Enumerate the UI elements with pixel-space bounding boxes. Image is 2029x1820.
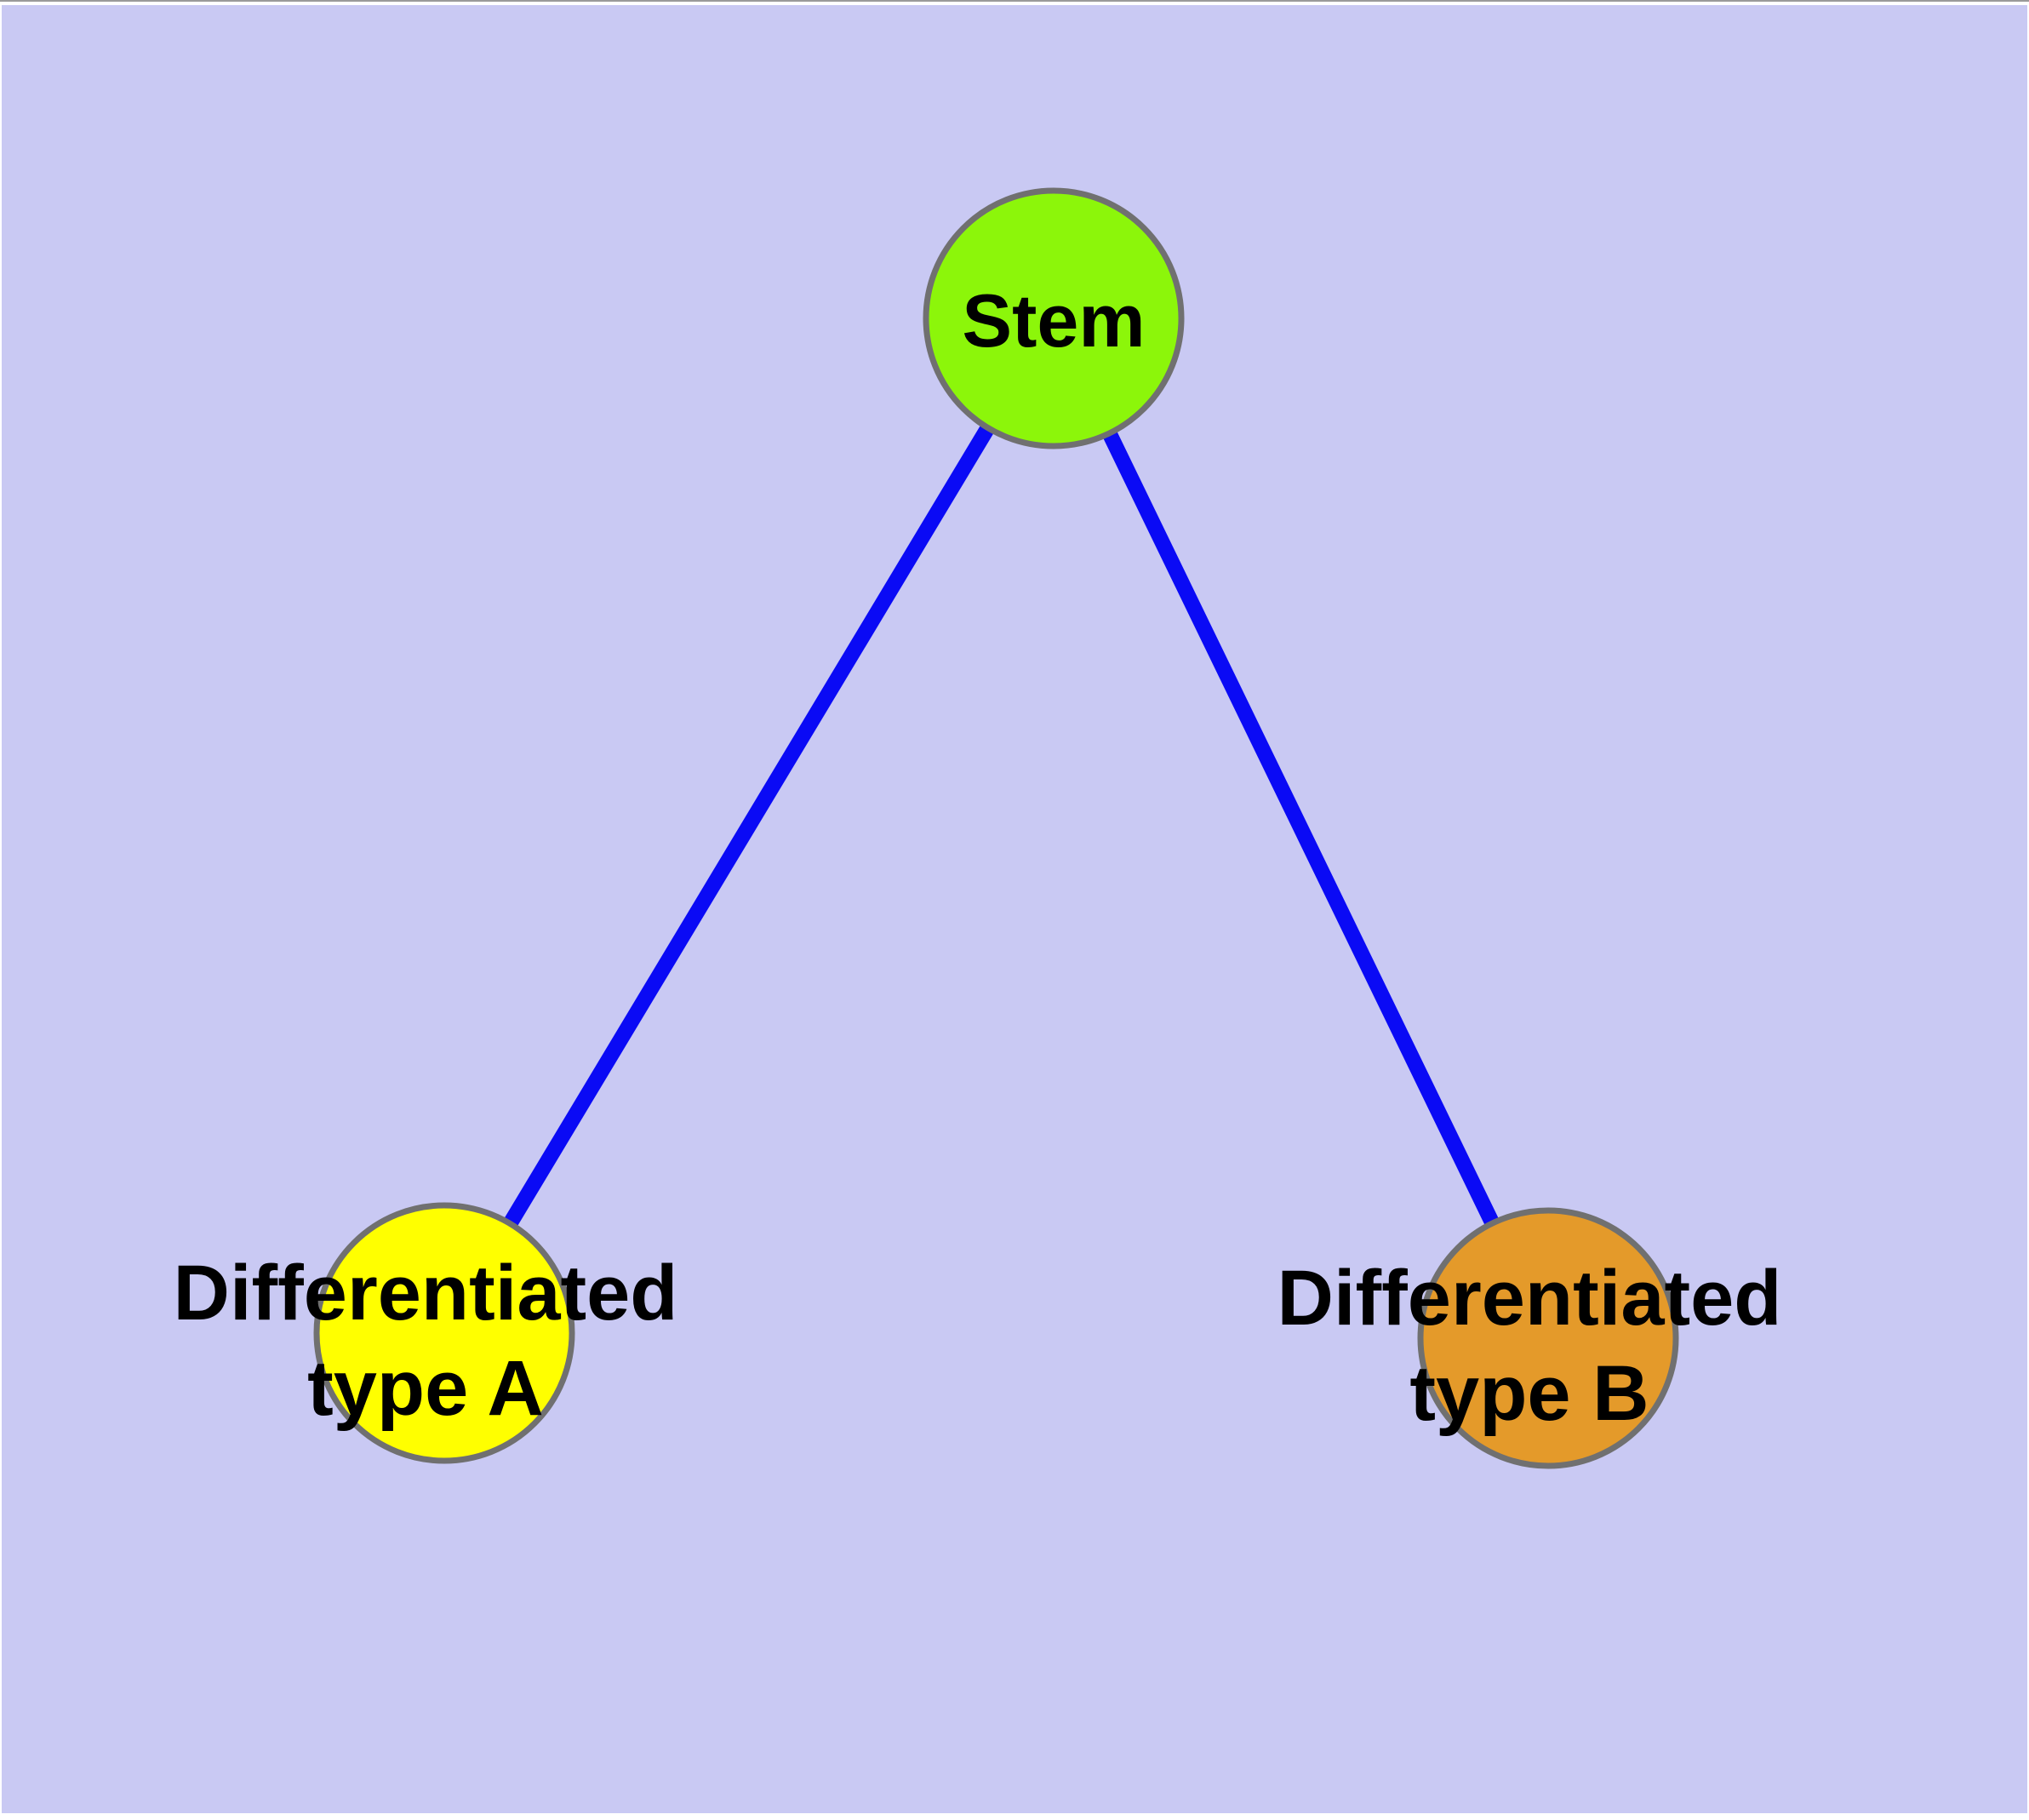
top-hairline [0,0,2029,2]
node-type-b-label-line1: Differentiated [1277,1255,1782,1342]
node-stem-label: Stem [962,278,1145,363]
node-type-a-label-line1: Differentiated [174,1250,678,1336]
node-type-a-label-line2: type A [307,1345,544,1432]
node-type-b-label-line2: type B [1409,1350,1649,1437]
node-stem [923,187,1185,449]
node-differentiated-type-b [1417,1207,1679,1469]
edge-stem-to-type-a [437,314,1060,1337]
node-differentiated-type-a [313,1202,575,1464]
edge-stem-to-type-b [1046,315,1556,1342]
